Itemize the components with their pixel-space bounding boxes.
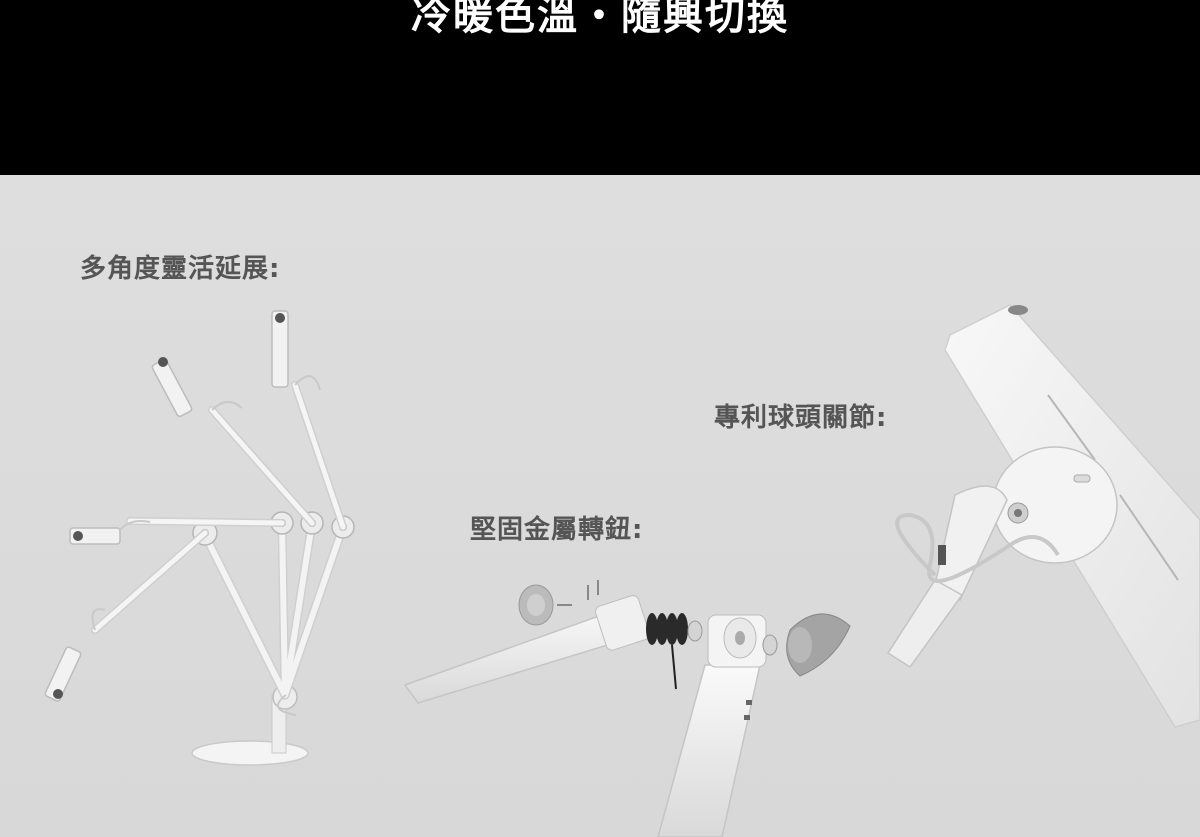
page-title: 冷暖色溫・隨興切換 <box>411 0 789 39</box>
lamp-illustrations <box>44 304 1200 837</box>
flexible-extension-label: 多角度靈活延展: <box>80 254 281 284</box>
metal-knob-label: 堅固金屬轉鈕: <box>470 515 644 545</box>
ball-joint-label: 專利球頭關節: <box>714 403 888 433</box>
header-band: 冷暖色溫・隨興切換 <box>0 0 1200 175</box>
feature-panel: 多角度靈活延展: 堅固金屬轉鈕: 專利球頭關節: <box>0 175 1200 837</box>
ball-joint-image <box>886 304 1200 728</box>
metal-knob-exploded-image <box>403 580 851 837</box>
multi-angle-lamp-image <box>44 310 355 766</box>
